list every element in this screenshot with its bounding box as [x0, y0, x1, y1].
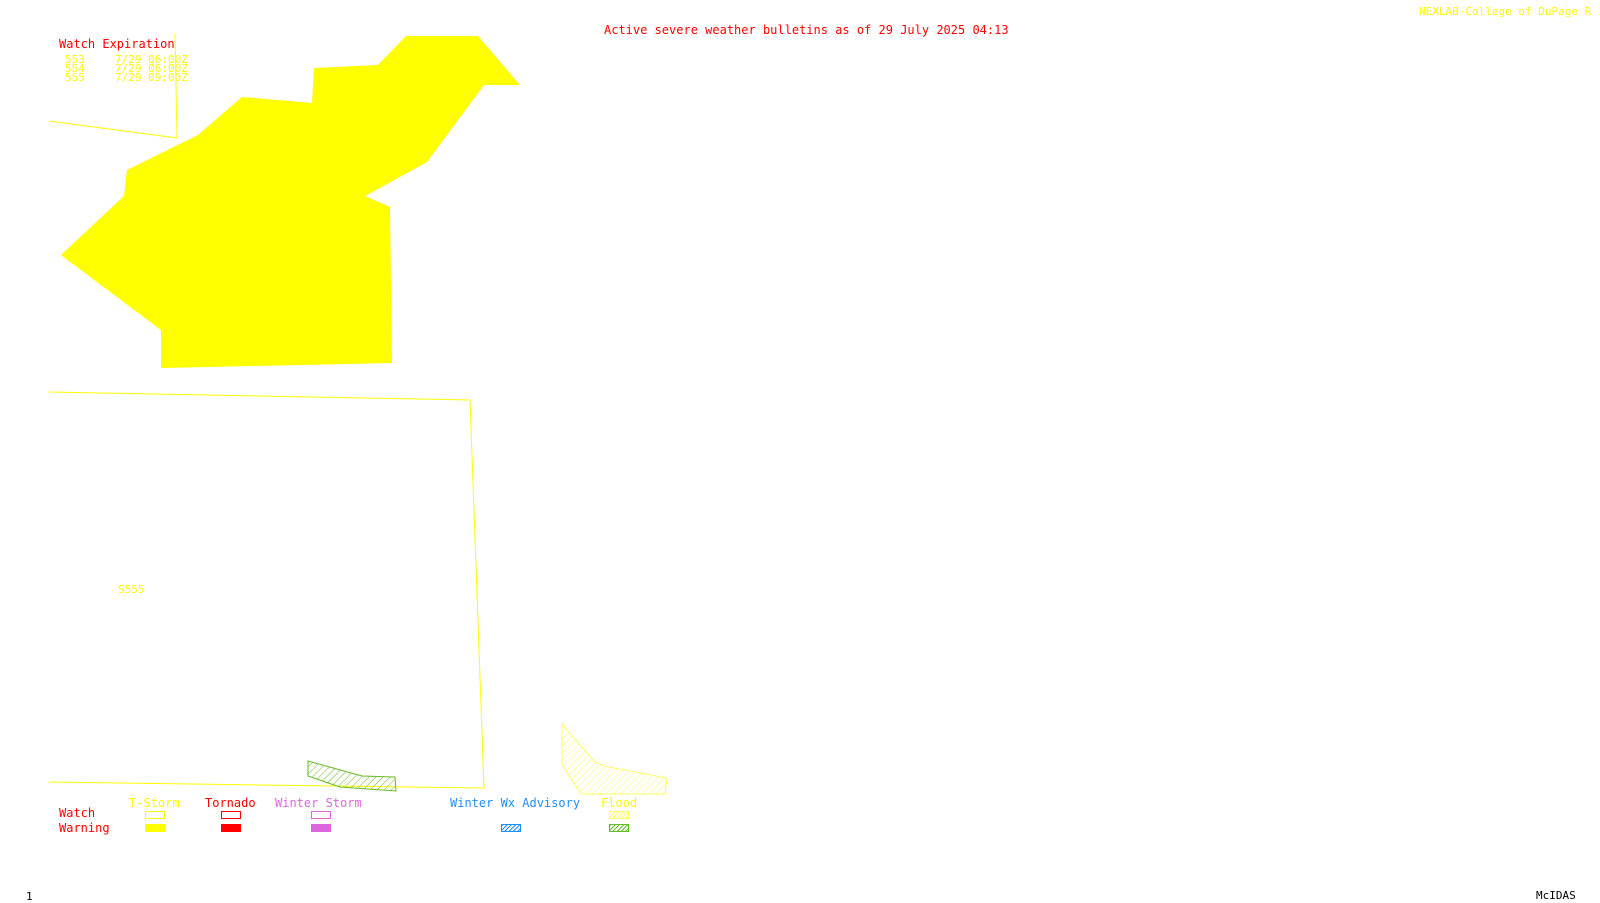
watch-id: 554: [65, 62, 85, 75]
credit-text: NEXLAB-College of DuPage R: [1419, 5, 1592, 18]
watch-outline-s555: [48, 391, 485, 789]
watch-expires: 7/29 06:00Z: [115, 62, 188, 75]
watch-id: 555: [65, 71, 85, 84]
watch-expires: 7/29 09:00Z: [115, 71, 188, 84]
watch-expiration-row: 553 7/29 06:00Z: [65, 53, 188, 66]
watch-outline-north: [48, 33, 178, 139]
software-label: McIDAS: [1536, 889, 1576, 902]
frame-number: 1: [26, 890, 33, 903]
watch-expiration-list: 553 7/29 06:00Z 554 7/29 06:00Z 555 7/29 09…: [65, 53, 188, 84]
tstorm-warning-areas: [61, 36, 520, 368]
watch-expiration-row: 555 7/29 09:00Z: [65, 71, 188, 84]
flood-watch-polygon: [561, 722, 668, 795]
bulletin-title: Active severe weather bulletins as of 29…: [604, 23, 1009, 37]
tstorm-warning-polygon: [61, 36, 520, 368]
watch-expiration-row: 554 7/29 06:00Z: [65, 62, 188, 75]
watch-id: 553: [65, 53, 85, 66]
watch-expires: 7/29 06:00Z: [115, 53, 188, 66]
watch-label-s555: S555: [118, 583, 145, 596]
watch-expiration-heading: Watch Expiration: [59, 37, 175, 51]
flood-warning-polygon: [307, 760, 397, 792]
